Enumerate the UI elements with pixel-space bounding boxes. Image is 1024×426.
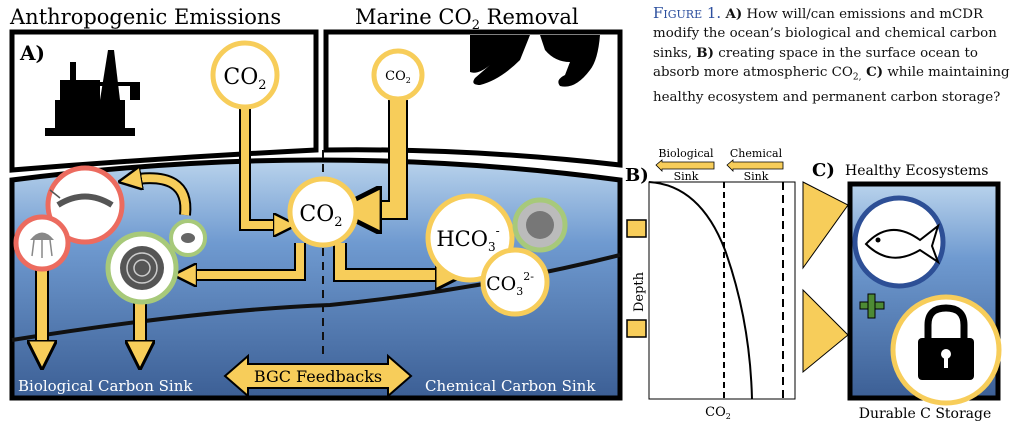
plus-icon — [859, 293, 885, 319]
svg-text:CO32-: CO32- — [486, 270, 534, 298]
svg-text:BGC Feedbacks: BGC Feedbacks — [254, 367, 382, 386]
oil-rig-icon — [45, 50, 140, 136]
caption-c: C) — [861, 64, 884, 81]
connector-box — [626, 319, 647, 338]
fish-bubble — [852, 195, 946, 289]
co3-bubble: CO32- — [480, 247, 550, 317]
bgc-feedbacks-arrow: BGC Feedbacks — [223, 353, 413, 399]
svg-text:CO2: CO2 — [299, 202, 342, 230]
co2-atmosphere-bubble: CO2 — [210, 40, 280, 110]
connector-triangle — [802, 181, 849, 270]
svg-text:Biological: Biological — [658, 147, 714, 160]
title-anthropogenic: Anthropogenic Emissions — [9, 5, 281, 29]
caption-b-text: creating space in the surface ocean to a… — [653, 45, 978, 81]
connector-triangle — [802, 288, 849, 374]
biological-sink-arrow: Biological Sink — [655, 147, 715, 183]
caption-b: B) — [696, 44, 714, 61]
svg-text:Chemical: Chemical — [730, 147, 783, 160]
lock-bubble — [890, 294, 1002, 406]
depth-axis-label: Depth — [632, 271, 647, 312]
svg-text:Sink: Sink — [674, 170, 699, 183]
svg-text:CO2: CO2 — [223, 65, 266, 93]
healthy-ecosystems-label: Healthy Ecosystems — [845, 163, 988, 179]
svg-text:CO2: CO2 — [385, 69, 411, 85]
shrimp-bubble — [45, 165, 125, 245]
panel-c-label: C) — [812, 160, 835, 181]
chem-sink-label: Chemical Carbon Sink — [425, 377, 596, 395]
figure-caption: Figure 1. A) How will/can emissions and … — [653, 4, 1021, 108]
caption-a-text: How will/can emissions and mCDR modify t… — [653, 7, 997, 61]
durable-storage-label: Durable C Storage — [859, 406, 992, 422]
co2-profile-curve — [648, 181, 753, 400]
caption-b-sub: 2, — [852, 72, 862, 83]
co2-axis-label: CO2 — [705, 405, 731, 421]
svg-text:HCO3-: HCO3- — [436, 224, 499, 254]
coccolithophore-bubble — [512, 197, 568, 253]
co2-mcdr-bubble: CO2 — [371, 48, 425, 102]
caption-a: A) — [725, 6, 743, 22]
phytoplankton-bubble — [169, 219, 207, 257]
hands-icon — [470, 35, 600, 87]
flux-arrows — [42, 100, 450, 355]
jellyfish-bubble — [13, 214, 71, 272]
panel-a-label: A) — [19, 41, 45, 65]
panel-b-label: B) — [625, 165, 649, 186]
svg-text:Sink: Sink — [744, 170, 769, 183]
depth-profile-plot — [648, 181, 796, 400]
caption-c-text: while maintaining healthy ecosystem and … — [653, 65, 1010, 106]
diatom-bubble — [105, 231, 179, 305]
bio-sink-label: Biological Carbon Sink — [18, 377, 193, 395]
figure-number: Figure 1. — [653, 4, 722, 22]
connector-box — [626, 219, 647, 238]
title-marine-cdr: Marine CO2 Removal — [355, 5, 579, 33]
co2-ocean-bubble: CO2 — [287, 176, 359, 248]
chemical-sink-arrow: Chemical Sink — [726, 147, 784, 183]
